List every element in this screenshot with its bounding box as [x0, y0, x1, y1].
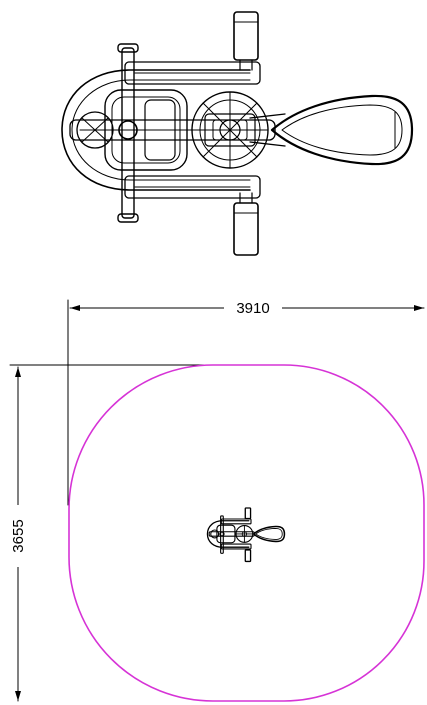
equipment-plan-large — [61, 11, 414, 256]
width-dimension-label: 3910 — [236, 300, 269, 317]
width-dimension: 3910 — [67, 298, 425, 506]
equipment-plan-small — [206, 507, 286, 563]
width-arrow-left — [70, 305, 80, 311]
height-dimension-label: 3655 — [10, 519, 27, 552]
safety-zone-outline — [68, 364, 425, 702]
width-arrow-right — [414, 305, 424, 311]
height-arrow-top — [15, 367, 21, 377]
height-dimension: 3655 — [8, 364, 216, 702]
height-arrow-bottom — [15, 691, 21, 701]
